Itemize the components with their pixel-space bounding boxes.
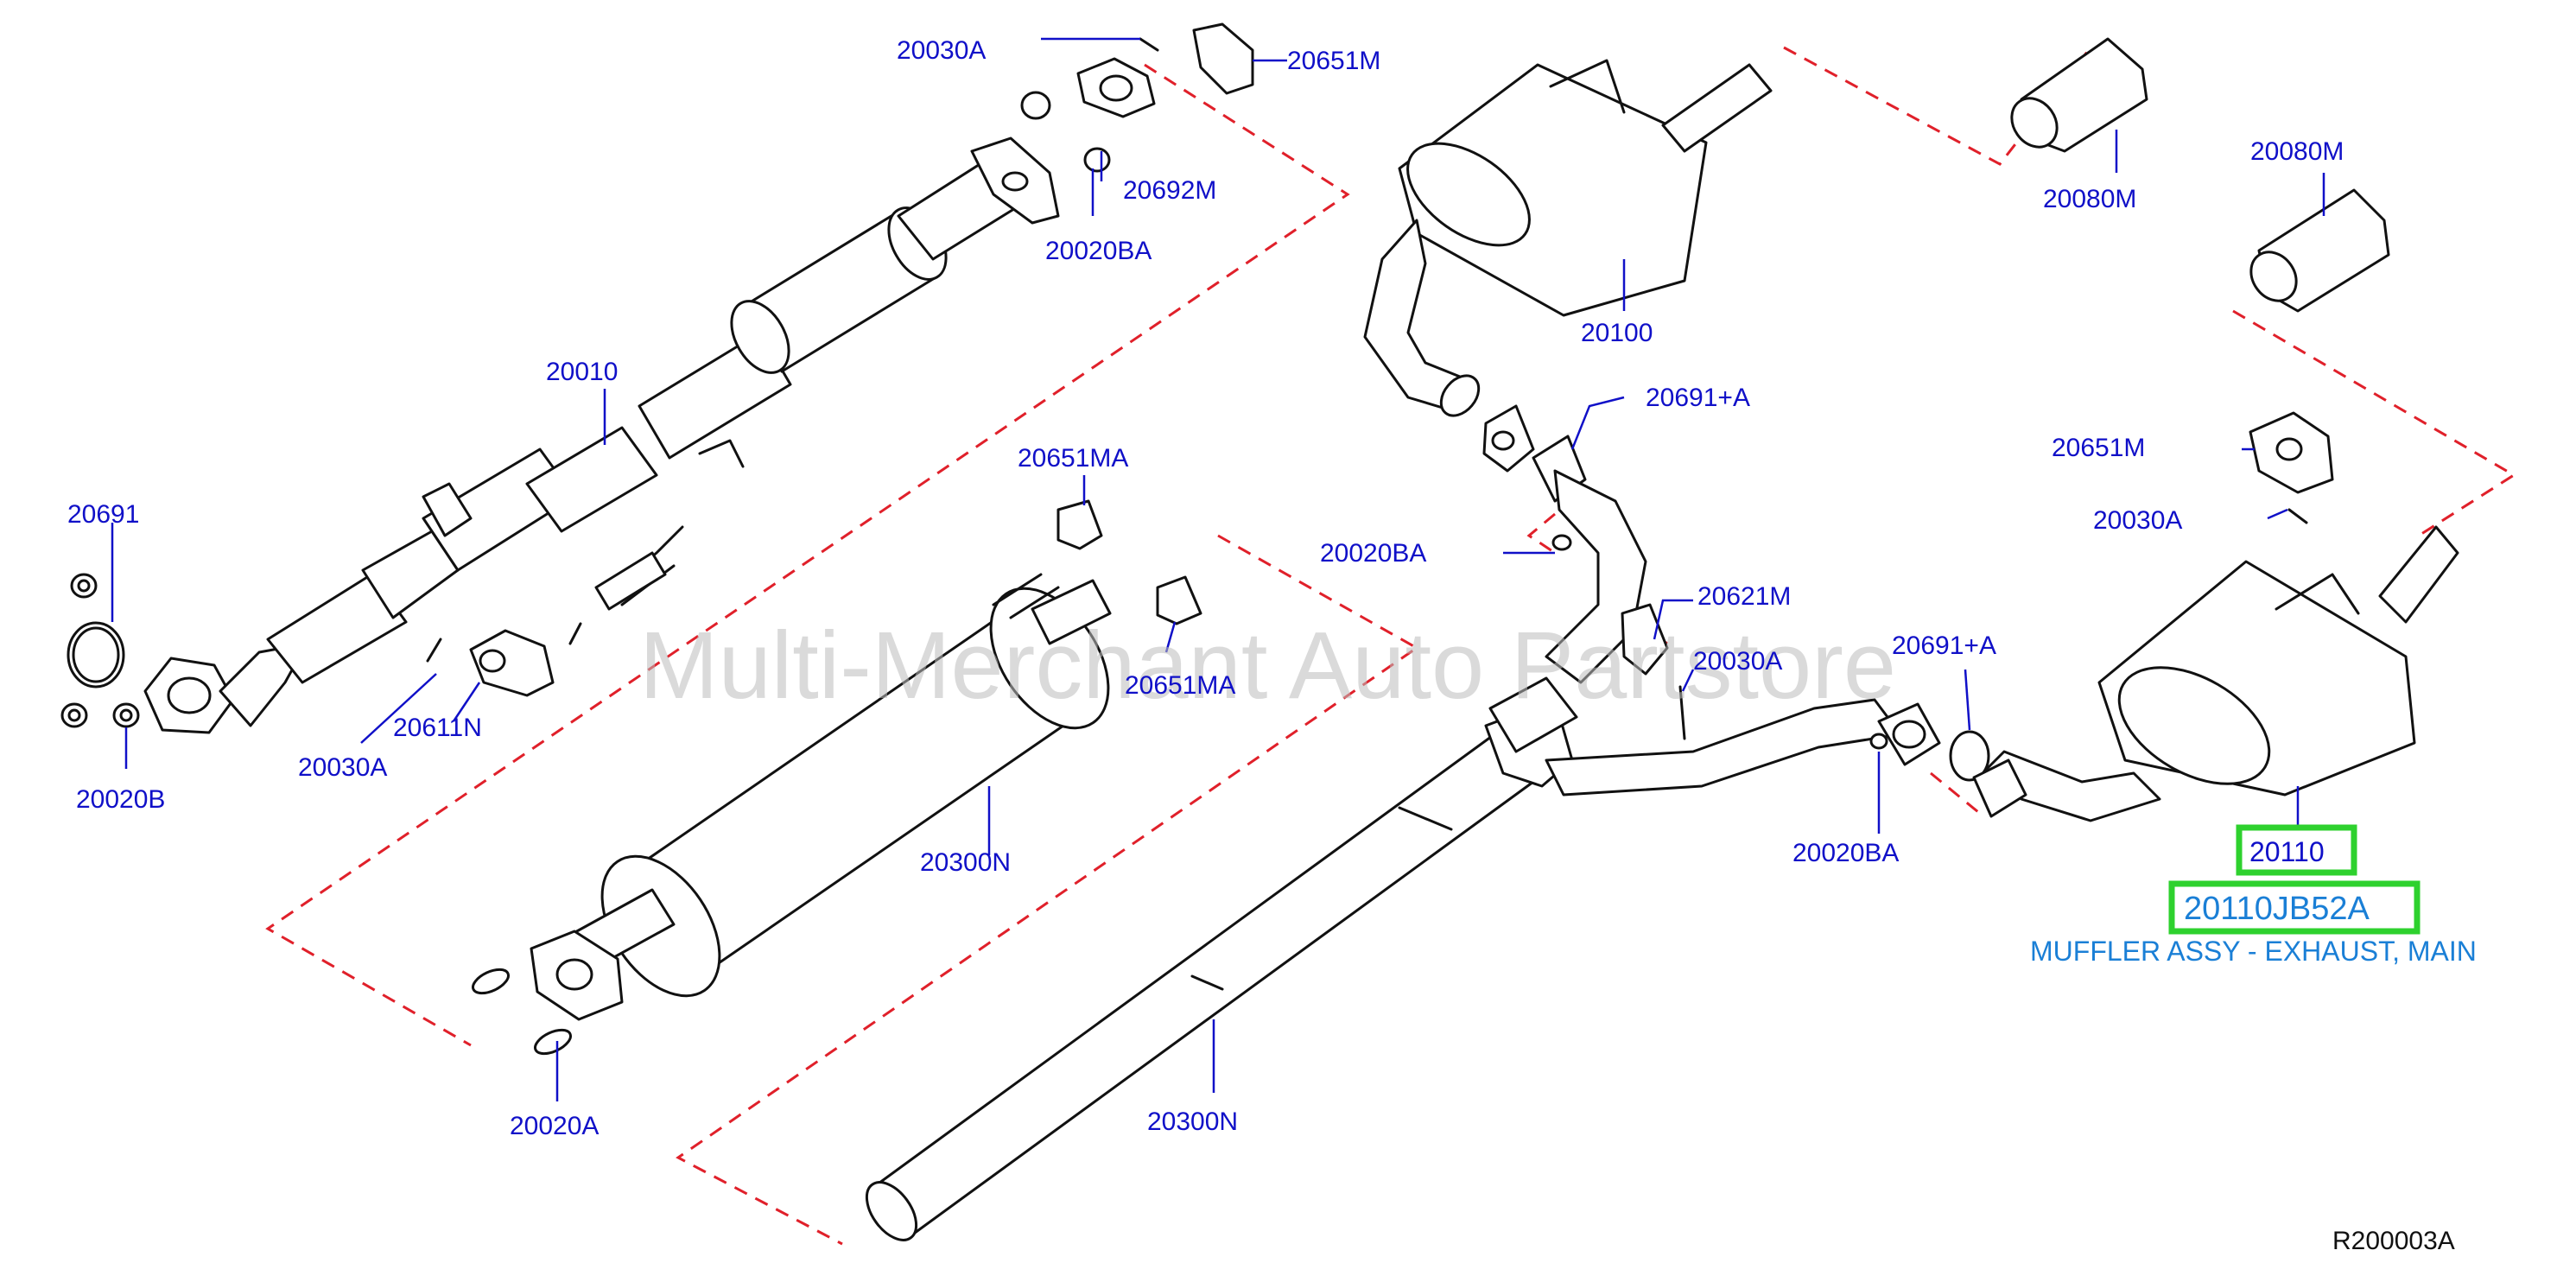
- front-hardware: [60, 22, 1254, 728]
- label-20030A-mid[interactable]: 20030A: [1693, 647, 1782, 676]
- highlight-box-20110: [2236, 824, 2357, 876]
- label-20030A-left[interactable]: 20030A: [298, 753, 387, 782]
- label-20020B[interactable]: 20020B: [76, 785, 165, 814]
- front-exhaust-tube-20010[interactable]: [143, 136, 1060, 734]
- label-20651MA-mid[interactable]: 20651MA: [1125, 671, 1235, 700]
- label-20300N-mid[interactable]: 20300N: [920, 848, 1011, 877]
- selected-part-number[interactable]: 20110JB52A: [2184, 891, 2370, 927]
- watermark: Multi-Merchant Auto Partstore: [639, 612, 1896, 719]
- selected-part-callout: 20110 20110JB52A MUFFLER ASSY - EXHAUST,…: [2030, 824, 2477, 967]
- label-20110[interactable]: 20110: [2249, 836, 2325, 867]
- leader-lines: [111, 37, 2325, 1101]
- label-20020A[interactable]: 20020A: [510, 1112, 599, 1140]
- part-labels: 20030A 20651M 20692M 20020BA 20010 20691…: [67, 36, 2344, 1140]
- tail-pipe-20300N[interactable]: [857, 733, 1535, 1249]
- label-20651M-top[interactable]: 20651M: [1287, 47, 1380, 75]
- label-20020BA-top[interactable]: 20020BA: [1045, 237, 1152, 265]
- rear-hardware: [1551, 411, 2334, 750]
- label-20691[interactable]: 20691: [67, 500, 139, 529]
- label-20030A-top[interactable]: 20030A: [897, 36, 986, 65]
- label-20300N-bottom[interactable]: 20300N: [1147, 1107, 1238, 1136]
- label-20651MA-top[interactable]: 20651MA: [1018, 444, 1128, 473]
- highlight-box-part-number: [2168, 880, 2421, 935]
- label-20692M[interactable]: 20692M: [1123, 176, 1216, 205]
- y-pipe-assembly[interactable]: [1482, 404, 1990, 796]
- label-20611N[interactable]: 20611N: [393, 714, 482, 742]
- label-20020BA-right[interactable]: 20020BA: [1792, 839, 1899, 867]
- label-20030A-right[interactable]: 20030A: [2093, 506, 2182, 535]
- figure-code: R200003A: [2332, 1227, 2455, 1255]
- label-20080M-top[interactable]: 20080M: [2043, 185, 2136, 213]
- label-20621M[interactable]: 20621M: [1697, 582, 1791, 611]
- main-muffler-20110[interactable]: [1972, 525, 2459, 822]
- front-muffler-20100[interactable]: [1363, 59, 1773, 422]
- label-20080M-right[interactable]: 20080M: [2250, 137, 2344, 166]
- label-20010[interactable]: 20010: [546, 358, 618, 386]
- label-20691A-top[interactable]: 20691+A: [1646, 384, 1750, 412]
- assembly-dashed-lines: [265, 46, 2516, 1246]
- label-20691A-right[interactable]: 20691+A: [1892, 631, 1996, 660]
- label-20020BA-mid[interactable]: 20020BA: [1320, 539, 1426, 568]
- center-muffler-20300N[interactable]: [469, 499, 1202, 1058]
- tail-finishers-20080M[interactable]: [2002, 37, 2390, 313]
- label-20100[interactable]: 20100: [1581, 319, 1653, 347]
- label-20651M-right[interactable]: 20651M: [2052, 434, 2145, 462]
- selected-part-description: MUFFLER ASSY - EXHAUST, MAIN: [2030, 936, 2477, 967]
